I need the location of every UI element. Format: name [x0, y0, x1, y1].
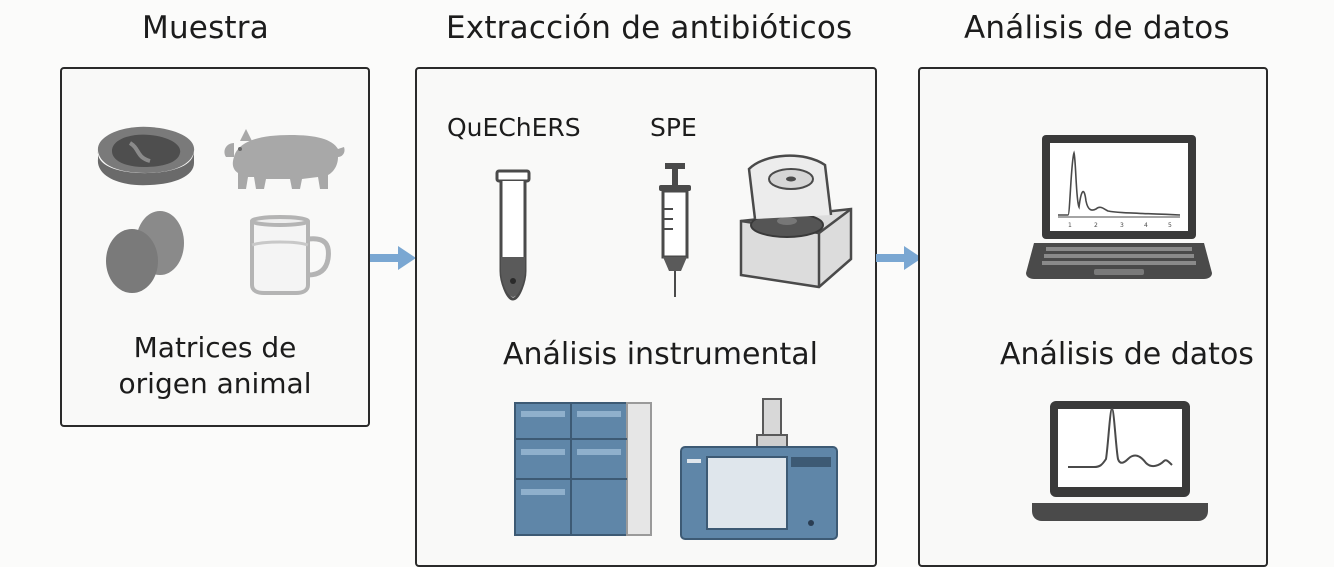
- sample-caption-line2: origen animal: [118, 367, 312, 400]
- laptop-axis-tick-5: 5: [1168, 222, 1172, 229]
- method-spe-label: SPE: [650, 113, 697, 142]
- mass-spectrometer-icon: [679, 395, 839, 541]
- method-quechers-label: QuEChERS: [447, 113, 581, 142]
- flow-arrow-2: [876, 246, 922, 270]
- laptop-axis-tick-3: 3: [1120, 222, 1124, 229]
- analysis-panel: 1 2 3 4 5 Análisis de datos: [918, 67, 1268, 567]
- sample-panel: Matrices de origen animal: [60, 67, 370, 427]
- sample-stage-title: Muestra: [142, 10, 269, 46]
- laptop-axis-tick-1: 1: [1068, 222, 1072, 229]
- laptop-axis-tick-2: 2: [1094, 222, 1098, 229]
- analysis-stage-title: Análisis de datos: [964, 10, 1230, 46]
- syringe-icon: [653, 161, 697, 301]
- lc-system-icon: [513, 399, 653, 539]
- eggs-icon: [102, 207, 192, 297]
- sample-caption-line1: Matrices de: [133, 331, 297, 364]
- flow-arrow-1: [370, 246, 416, 270]
- instrumental-analysis-title: Análisis instrumental: [503, 337, 818, 372]
- analysis-subtitle: Análisis de datos: [1000, 337, 1254, 372]
- monitor-peak-icon: [1030, 399, 1210, 523]
- milk-mug-icon: [244, 215, 334, 295]
- laptop-chromatogram-icon: 1 2 3 4 5: [1024, 131, 1214, 281]
- laptop-axis-tick-4: 4: [1144, 222, 1148, 229]
- centrifuge-tube-icon: [493, 169, 533, 303]
- centrifuge-icon: [735, 149, 855, 289]
- pig-icon: [220, 121, 350, 191]
- extraction-panel: QuEChERS SPE: [415, 67, 877, 567]
- extraction-stage-title: Extracción de antibióticos: [446, 10, 853, 46]
- meat-icon: [90, 121, 200, 191]
